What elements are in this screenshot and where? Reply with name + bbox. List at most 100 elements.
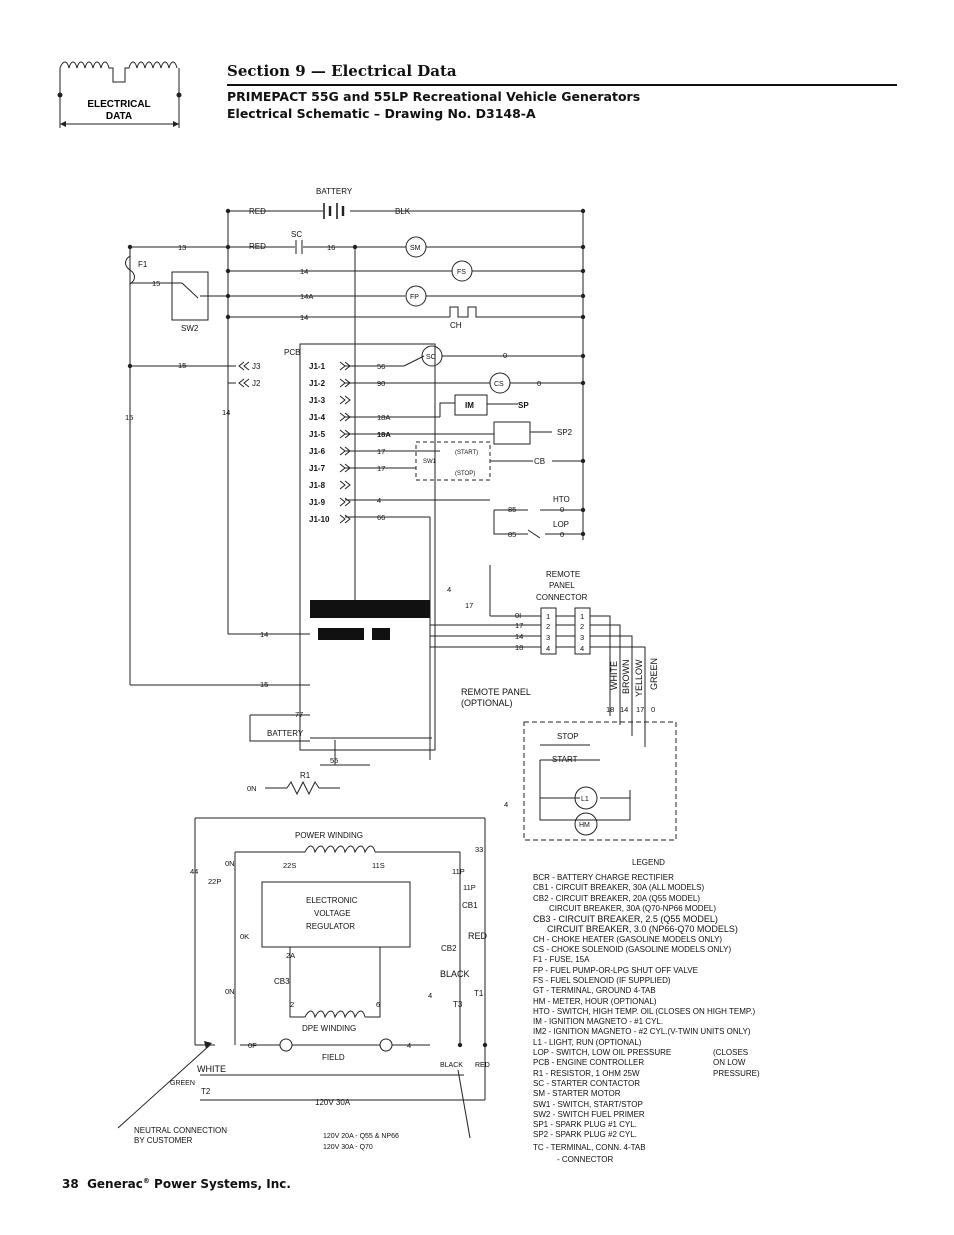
wire-number: 17 [377,464,385,473]
j1-pin-markers [238,361,351,524]
label-power-winding: POWER WINDING [295,831,363,840]
legend-item: HTO - SWITCH, HIGH TEMP. OIL (CLOSES ON … [533,1006,756,1016]
label-im: IM [465,401,474,410]
label-field: FIELD [322,1053,345,1062]
j1-pins: J1-1 J1-2 J1-3 J1-4 J1-5 J1-6 J1-7 J1-8 … [309,362,330,524]
wire-number: 15 [178,361,186,370]
pin-label: J1-1 [309,362,326,371]
legend-item: SW2 - SWITCH FUEL PRIMER [533,1109,645,1119]
label-stop: (STOP) [455,471,475,477]
label-sp: SP [518,401,529,410]
label-rating-2: 120V 30A - Q70 [323,1144,373,1151]
subtitle-line-1: PRIMEPACT 55G and 55LP Recreational Vehi… [227,89,641,104]
label-evr-3: REGULATOR [306,922,355,931]
wire-number: 0F [248,1041,257,1050]
page-number: 38 [62,1177,79,1191]
wire-number: 14A [300,292,313,301]
label-f1: F1 [138,260,148,269]
legend-item: FS - FUEL SOLENOID (IF SUPPLIED) [533,975,671,985]
label-lop: LOP [553,520,569,529]
title-rule [227,84,897,86]
label-red-2: RED [249,242,266,251]
pin-label: J1-5 [309,430,326,439]
legend-item: SC - STARTER CONTACTOR [533,1078,640,1088]
wire-number: 0 [560,505,564,514]
wire-number: 14 [300,267,308,276]
pin-label: J1-3 [309,396,326,405]
label-remote-2: PANEL [549,581,575,590]
wire-number: 18 [515,643,523,652]
label-t2: T2 [201,1087,211,1096]
legend-item: HM - METER, HOUR (OPTIONAL) [533,996,657,1006]
connector-pins: 1 2 3 4 1 2 3 4 [546,612,584,653]
label-black-lead: BLACK [440,1062,463,1069]
wire-number: 14 [515,632,523,641]
wire-number: 17 [377,447,385,456]
pin-label: J1-6 [309,447,326,456]
wire-number: 4 [428,991,432,1000]
legend-item: SW1 - SWITCH, START/STOP [533,1099,643,1109]
label-black-t: BLACK [440,969,470,979]
wire-number: 13 [178,243,186,252]
wire-number: 55 [330,756,338,765]
wire-number: 18A [377,413,390,422]
wire-number: 2 [290,1000,294,1009]
legend-item: FP - FUEL PUMP-OR-LPG SHUT OFF VALVE [533,965,698,975]
electrical-data-logo: ELECTRICAL DATA [57,61,182,128]
wire-number: 0 [560,530,564,539]
label-evr-1: ELECTRONIC [306,896,358,905]
wire-number: 33 [475,845,483,854]
legend-item: CH - CHOKE HEATER (GASOLINE MODELS ONLY) [533,934,723,944]
label-red-t: RED [468,931,488,941]
logo-text-2: DATA [106,111,132,122]
fuel-solenoid [451,260,473,282]
wire-number: 22P [208,877,221,886]
label-stop-sw: STOP [557,732,579,741]
label-j2: J2 [252,379,261,388]
label-battery: BATTERY [316,187,353,196]
wire-number: 4 [504,800,508,809]
label-rating-1: 120V 20A - Q55 & NP66 [323,1133,399,1140]
label-neutral-1: NEUTRAL CONNECTION [134,1126,227,1135]
label-start: (START) [455,450,478,456]
legend-item: SP2 - SPARK PLUG #2 CYL. [533,1130,637,1140]
legend-item: CB3 - CIRCUIT BREAKER, 2.5 (Q55 MODEL) [533,914,718,925]
wire-number: 0N [225,987,235,996]
wire-number: 18A [377,430,391,439]
wire-number: 90 [377,379,385,388]
label-remote-opt-1: REMOTE PANEL [461,687,531,697]
choke-solenoid [489,372,511,394]
label-blk: BLK [395,207,411,216]
label-sc-2: SC [426,354,436,361]
label-cs: CS [494,381,504,388]
company-name-rest: Power Systems, Inc. [149,1177,291,1191]
wire-number: 17 [465,601,473,610]
conn-pin: 4 [546,644,550,653]
fuel-pump [405,285,427,307]
legend-item: TC - TERMINAL, CONN. 4-TAB [533,1142,646,1152]
label-cb3: CB3 [274,977,290,986]
logo-text-1: ELECTRICAL [87,99,150,110]
wire-number: 11P [452,867,465,876]
page-subtitle: PRIMEPACT 55G and 55LP Recreational Vehi… [227,88,640,122]
wire-number: 15 [125,413,133,422]
label-brown: BROWN [621,660,631,695]
conn-pin: 3 [580,633,584,642]
pin-label: J1-9 [309,498,326,507]
label-white: WHITE [609,661,619,690]
wire-number: 0N [225,859,235,868]
legend-item: L1 - LIGHT, RUN (OPTIONAL) [533,1037,642,1047]
label-r1: R1 [300,771,311,780]
wire-number: 4 [447,585,451,594]
legend-lop: LOP - SWITCH, LOW OIL PRESSURE [533,1048,672,1058]
legend-item: BCR - BATTERY CHARGE RECTIFIER [533,873,674,882]
wire-number: 0 [651,705,655,714]
conn-pin: 2 [546,622,550,631]
label-sp2: SP2 [557,428,573,437]
legend-item: IM2 - IGNITION MAGNETO - #2 CYL.(V-TWIN … [533,1027,751,1037]
wire-number: 14 [222,408,230,417]
wire-number: 85 [508,505,516,514]
wire-number: 14 [620,705,628,714]
label-sc: SC [291,230,302,239]
legend-item: F1 - FUSE, 15A [533,955,590,965]
